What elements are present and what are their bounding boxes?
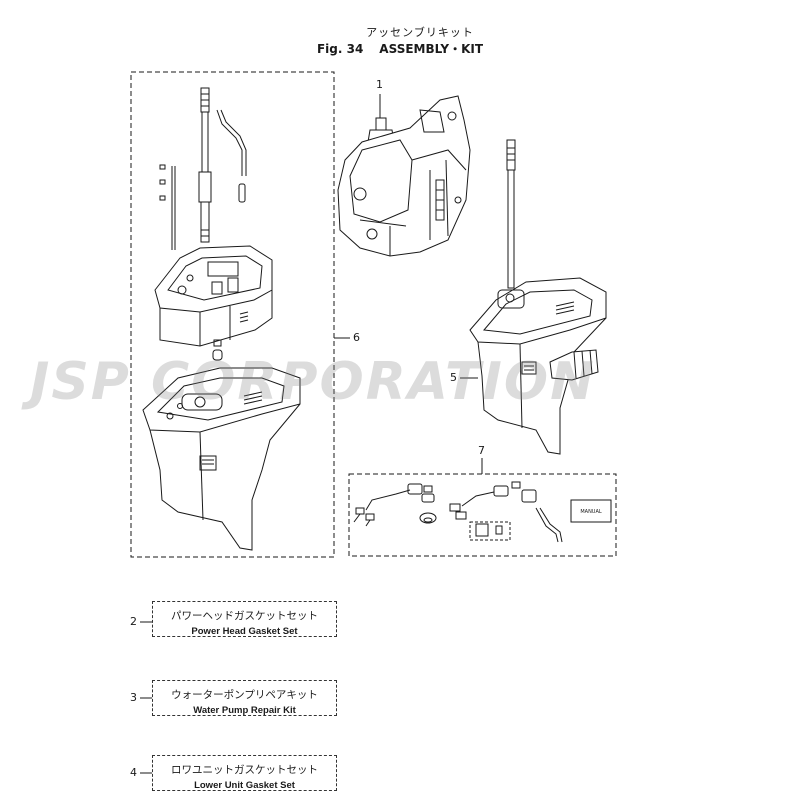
kit-box-water-pump-repair: ウォーターポンプリペアキット Water Pump Repair Kit <box>152 680 337 716</box>
group-box-7 <box>348 473 617 557</box>
grommet-parts <box>419 485 437 524</box>
water-tube <box>216 109 247 203</box>
kit-name-jp: ロワユニットガスケットセット <box>171 764 318 776</box>
manual-label: MANUAL <box>580 509 602 515</box>
kit-box-power-head-gasket: パワーヘッドガスケットセット Power Head Gasket Set <box>152 601 337 637</box>
callout-6: 6 <box>353 331 360 344</box>
upper-casing <box>154 245 273 361</box>
kit-box-lower-unit-gasket: ロワユニットガスケットセット Lower Unit Gasket Set <box>152 755 337 791</box>
callout-5: 5 <box>450 371 457 384</box>
callout-2: 2 <box>130 615 137 628</box>
dowel-pins <box>159 164 176 250</box>
kit-name-jp: ウォーターポンプリペアキット <box>171 689 318 701</box>
figure-number: Fig. 34 <box>316 42 364 56</box>
callout-4: 4 <box>130 766 137 779</box>
figure-name: ASSEMBLY・KIT <box>379 42 484 56</box>
owners-manual <box>570 499 612 523</box>
kit-name-en: Lower Unit Gasket Set <box>194 780 295 791</box>
power-head <box>337 95 471 257</box>
kit-name-jp: パワーヘッドガスケットセット <box>171 610 318 622</box>
lower-unit-assembly <box>469 139 607 455</box>
figure-title-jp: アッセンブリキット <box>366 26 474 39</box>
kit-name-en: Power Head Gasket Set <box>191 626 298 637</box>
wire-harness-left <box>353 483 423 527</box>
callout-3: 3 <box>130 691 137 704</box>
callout-7: 7 <box>478 444 485 457</box>
figure-title-en: Fig. 34 ASSEMBLY・KIT <box>0 40 800 57</box>
drive-shaft <box>198 87 212 243</box>
lower-casing-left <box>142 367 301 551</box>
switch-parts <box>469 481 563 543</box>
wire-harness-right <box>449 485 509 520</box>
callout-1: 1 <box>376 78 383 91</box>
kit-name-en: Water Pump Repair Kit <box>193 705 296 716</box>
